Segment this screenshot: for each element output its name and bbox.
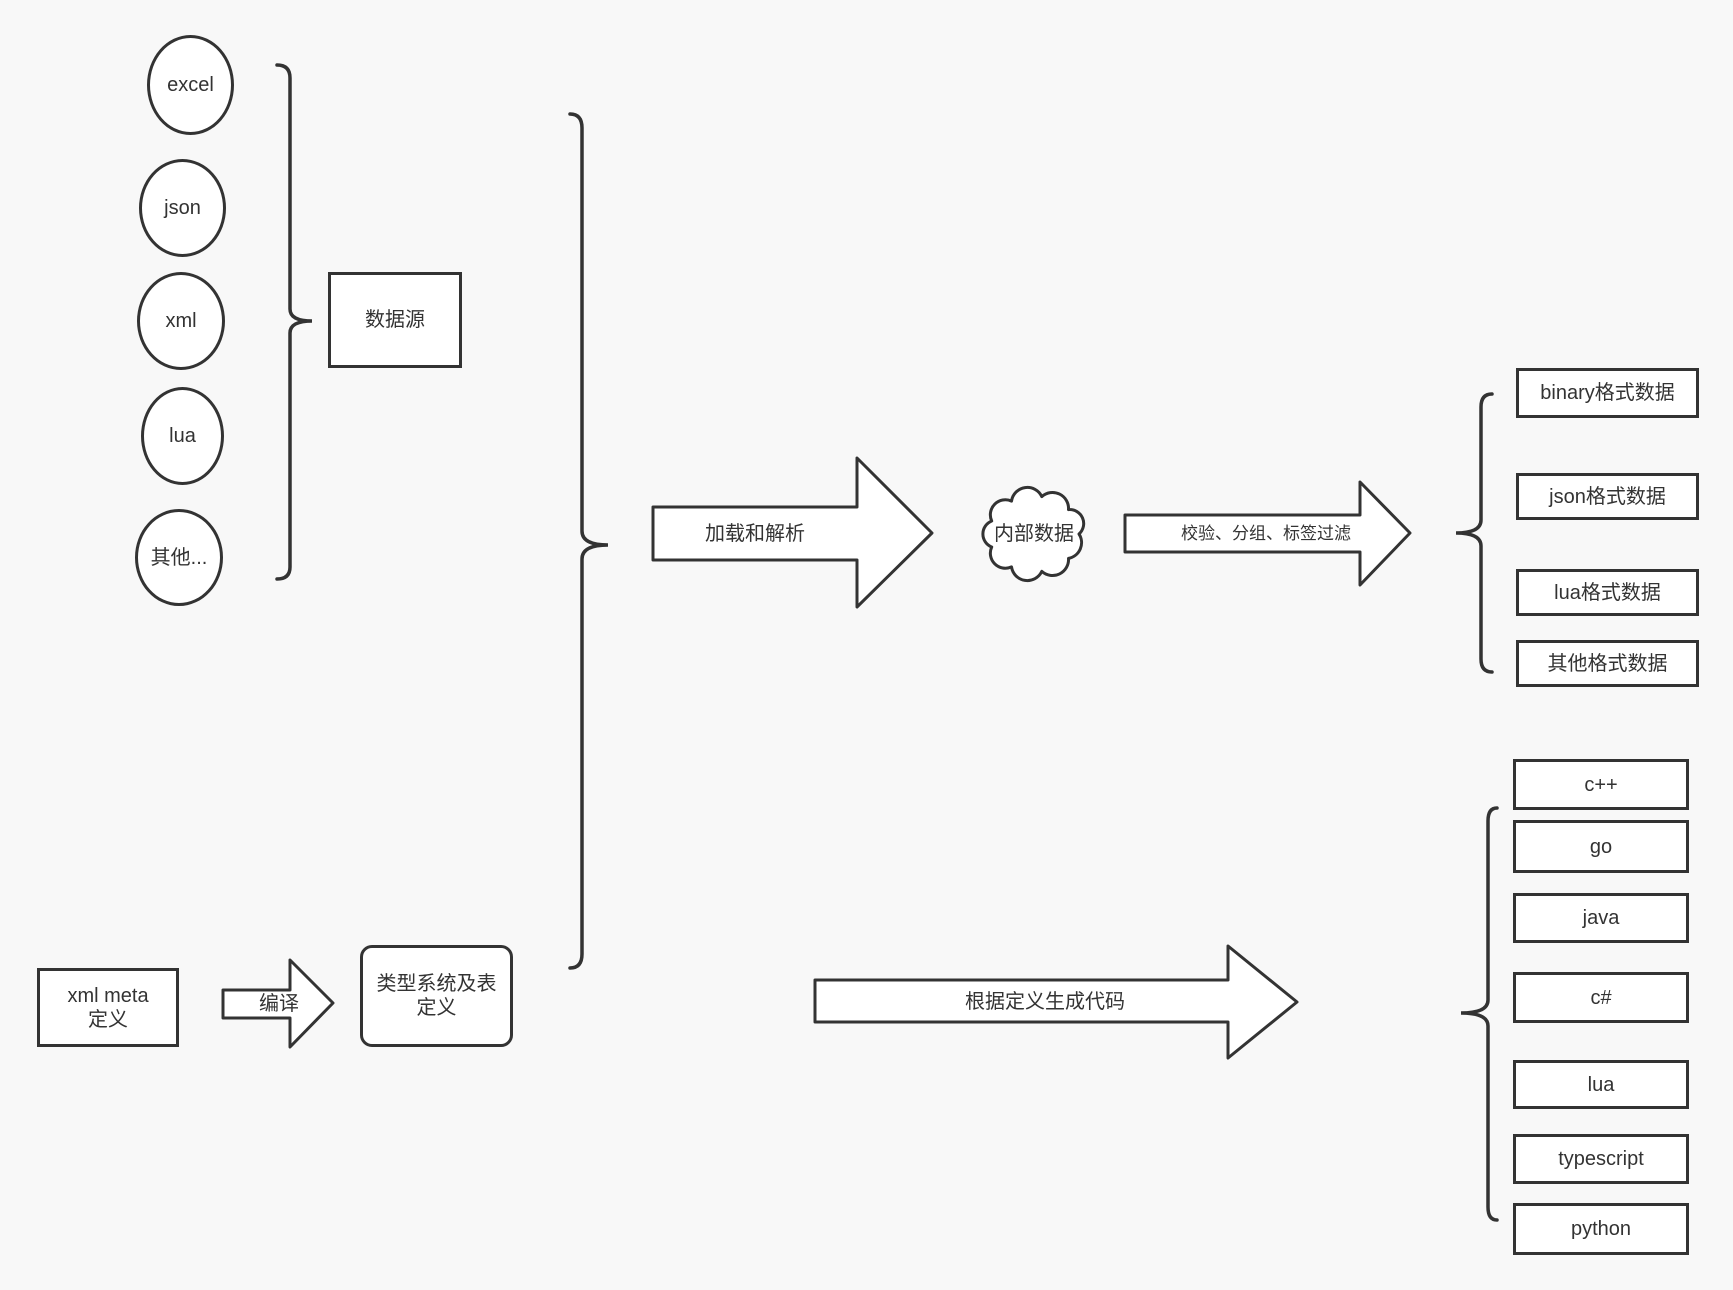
datasource-group-box[interactable]: 数据源 <box>328 272 462 368</box>
source-node-label: json <box>164 197 201 219</box>
source-node-label: lua <box>169 425 196 447</box>
source-node-label: excel <box>167 74 214 96</box>
lang-box-label: lua <box>1587 1073 1615 1096</box>
load-parse-arrow[interactable] <box>651 456 934 609</box>
output-box-label: lua格式数据 <box>1554 581 1661 604</box>
validate-filter-arrow-label: 校验、分组、标签过滤 <box>1181 523 1351 543</box>
output-box-lua[interactable]: lua格式数据 <box>1516 569 1699 616</box>
lang-box-label: python <box>1570 1218 1632 1240</box>
lang-box-cpp[interactable]: c++ <box>1513 759 1689 810</box>
lang-box-label: java <box>1582 907 1620 929</box>
output-box-label: binary格式数据 <box>1540 382 1675 404</box>
output-box-other[interactable]: 其他格式数据 <box>1516 640 1699 687</box>
lang-box-label: go <box>1589 835 1613 858</box>
source-node-excel[interactable]: excel <box>147 35 234 135</box>
datasource-group-label: 数据源 <box>365 309 425 331</box>
compile-arrow-label: 编译 <box>259 993 299 1015</box>
type-system-box[interactable]: 类型系统及表定义 <box>360 945 513 1047</box>
codegen-arrow[interactable] <box>813 944 1299 1060</box>
lang-box-go[interactable]: go <box>1513 820 1689 873</box>
compile-arrow[interactable] <box>221 958 335 1049</box>
validate-filter-arrow[interactable] <box>1123 480 1412 587</box>
source-node-label: 其他... <box>150 546 208 569</box>
source-node-xml[interactable]: xml <box>137 272 225 370</box>
load-parse-arrow-label: 加载和解析 <box>705 522 805 545</box>
source-node-json[interactable]: json <box>139 159 226 257</box>
xml-meta-definition-box[interactable]: xml meta定义 <box>37 968 179 1047</box>
languages-group-brace[interactable] <box>1460 806 1499 1222</box>
output-box-label: json格式数据 <box>1549 485 1666 508</box>
lang-box-python[interactable]: python <box>1513 1203 1689 1255</box>
source-node-label: xml <box>165 310 197 332</box>
lang-box-label: c# <box>1590 986 1612 1009</box>
outputs-group-brace[interactable] <box>1455 392 1494 674</box>
output-box-binary[interactable]: binary格式数据 <box>1516 368 1699 418</box>
xml-meta-definition-label: xml meta定义 <box>67 984 149 1031</box>
source-node-other[interactable]: 其他... <box>135 509 223 606</box>
internal-data-cloud-label: 内部数据 <box>994 523 1074 545</box>
lang-box-java[interactable]: java <box>1513 893 1689 943</box>
lang-box-lua[interactable]: lua <box>1513 1060 1689 1109</box>
sources-group-brace[interactable] <box>275 63 313 581</box>
lang-box-csharp[interactable]: c# <box>1513 972 1689 1023</box>
type-system-label: 类型系统及表定义 <box>376 973 497 1019</box>
inputs-group-brace[interactable] <box>568 112 609 970</box>
source-node-lua[interactable]: lua <box>141 387 224 485</box>
output-box-label: 其他格式数据 <box>1547 652 1668 675</box>
internal-data-cloud[interactable] <box>981 485 1086 583</box>
lang-box-label: c++ <box>1584 773 1618 796</box>
lang-box-typescript[interactable]: typescript <box>1513 1134 1689 1184</box>
lang-box-label: typescript <box>1558 1148 1644 1170</box>
codegen-arrow-label: 根据定义生成代码 <box>965 990 1125 1013</box>
output-box-json[interactable]: json格式数据 <box>1516 473 1699 520</box>
